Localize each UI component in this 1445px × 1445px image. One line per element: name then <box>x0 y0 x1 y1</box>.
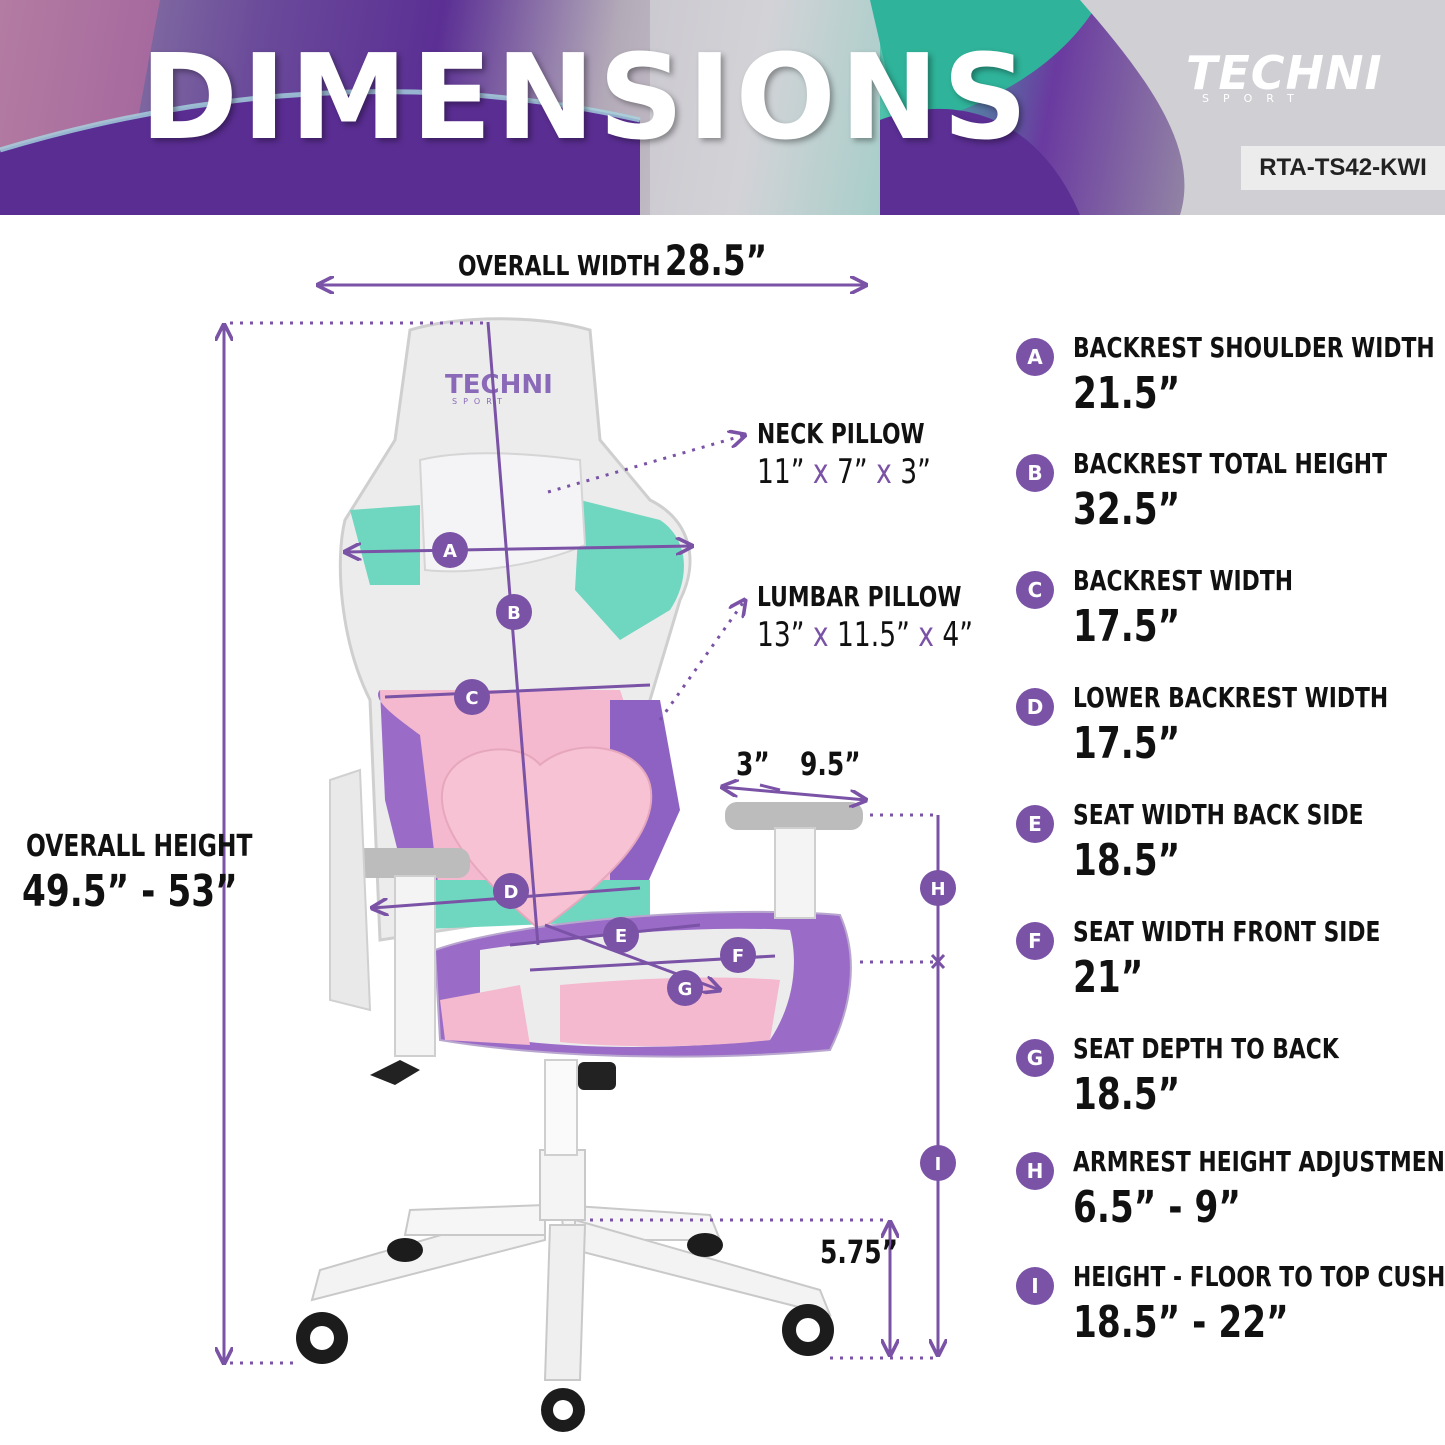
spec-label: SEAT WIDTH FRONT SIDE <box>1073 915 1381 948</box>
chair-seat <box>433 910 852 1058</box>
spec-item: D LOWER BACKREST WIDTH 17.5” <box>1016 684 1436 794</box>
neck-pillow-dims: 11” x 7” x 3” <box>757 455 931 489</box>
overall-width-text: OVERALL WIDTH <box>458 249 661 282</box>
marker-g <box>667 970 703 1006</box>
spec-item: H ARMREST HEIGHT ADJUSTMENT 6.5” - 9” <box>1016 1145 1445 1258</box>
spec-item: F SEAT WIDTH FRONT SIDE 21” <box>1016 918 1436 1028</box>
spec-badge: I <box>1016 1267 1054 1305</box>
spec-item: E SEAT WIDTH BACK SIDE 18.5” <box>1016 801 1436 911</box>
spec-badge: D <box>1016 688 1054 726</box>
spec-value: 17.5” <box>1073 601 1181 652</box>
lumbar-times-2: x <box>918 615 934 655</box>
brand-logo: TECHNI SPORT <box>1186 50 1416 105</box>
spec-value: 21” <box>1073 952 1144 1003</box>
spec-item: C BACKREST WIDTH 17.5” <box>1016 567 1436 677</box>
spec-label: BACKREST SHOULDER WIDTH <box>1073 331 1435 364</box>
overall-width-label: OVERALL WIDTH 28.5” <box>458 240 767 282</box>
lumbar-pillow-dims: 13” x 11.5” x 4” <box>757 618 973 652</box>
neck-times-2: x <box>876 452 892 492</box>
spec-label: HEIGHT - FLOOR TO TOP CUSHION <box>1073 1260 1445 1293</box>
neck-times-1: x <box>812 452 829 492</box>
spec-label: SEAT WIDTH BACK SIDE <box>1073 798 1364 831</box>
spec-value: 18.5” <box>1073 1069 1181 1120</box>
spec-badge: A <box>1016 338 1054 376</box>
spec-value: 18.5” <box>1073 835 1181 886</box>
spec-item: A BACKREST SHOULDER WIDTH 21.5” <box>1016 334 1436 444</box>
chair-diagram: TECHNI SPORT <box>0 215 956 1432</box>
brand-wordmark: TECHNI <box>1186 46 1383 100</box>
spec-value: 21.5” <box>1073 368 1181 419</box>
marker-g-text: G <box>678 979 693 1000</box>
chair-logo-text: TECHNI <box>445 370 553 400</box>
spec-value: 17.5” <box>1073 718 1181 769</box>
lumbar-dim-2: 11.5” <box>837 615 910 655</box>
lumbar-pillow-label: LUMBAR PILLOW <box>757 580 962 613</box>
dimension-lines <box>224 285 944 1363</box>
overall-height-label: OVERALL HEIGHT <box>26 829 253 864</box>
neck-dim-3: 3” <box>900 452 931 492</box>
spec-label: LOWER BACKREST WIDTH <box>1073 681 1389 714</box>
page-title: DIMENSIONS <box>140 28 1032 166</box>
spec-badge: C <box>1016 571 1054 609</box>
overall-width-value: 28.5” <box>664 236 768 285</box>
chair-base <box>296 1059 834 1432</box>
spec-badge: G <box>1016 1039 1054 1077</box>
marker-b <box>496 594 532 630</box>
spec-value: 18.5” - 22” <box>1073 1297 1289 1348</box>
marker-c <box>454 679 490 715</box>
spec-label: BACKREST WIDTH <box>1073 564 1293 597</box>
marker-a-text: A <box>443 541 457 562</box>
marker-f <box>720 937 756 973</box>
header-banner: DIMENSIONS TECHNI SPORT RTA-TS42-KWI <box>0 0 1445 215</box>
base-height-value: 5.75” <box>820 1233 898 1271</box>
marker-d <box>493 873 529 909</box>
spec-badge: B <box>1016 454 1054 492</box>
spec-item: I HEIGHT - FLOOR TO TOP CUSHION 18.5” - … <box>1016 1260 1445 1373</box>
marker-h-text: H <box>930 879 945 900</box>
marker-f-text: F <box>732 946 744 967</box>
marker-e-text: E <box>615 926 627 947</box>
spec-label: SEAT DEPTH TO BACK <box>1073 1032 1339 1065</box>
spec-badge: F <box>1016 922 1054 960</box>
marker-a <box>432 532 468 568</box>
lumbar-times-1: x <box>812 615 829 655</box>
neck-dim-2: 7” <box>837 452 868 492</box>
model-number-badge: RTA-TS42-KWI <box>1241 146 1445 190</box>
brand-subtext: SPORT <box>1202 92 1308 105</box>
spec-item: G SEAT DEPTH TO BACK 18.5” <box>1016 1035 1436 1145</box>
marker-e <box>603 917 639 953</box>
marker-h <box>920 870 956 906</box>
marker-d-text: D <box>504 882 519 903</box>
spec-badge: H <box>1016 1152 1054 1190</box>
chair-letter-markers: A B C D E F G H I <box>432 532 956 1181</box>
lumbar-dim-3: 4” <box>942 615 974 655</box>
spec-badge: E <box>1016 805 1054 843</box>
marker-i-text: I <box>935 1154 942 1175</box>
lumbar-dim-1: 13” <box>757 615 805 655</box>
neck-dim-1: 11” <box>757 452 805 492</box>
neck-pillow-label: NECK PILLOW <box>757 417 925 450</box>
spec-value: 32.5” <box>1073 484 1181 535</box>
spec-label: ARMREST HEIGHT ADJUSTMENT <box>1073 1145 1445 1178</box>
spec-label: BACKREST TOTAL HEIGHT <box>1073 447 1387 480</box>
marker-b-text: B <box>507 603 521 624</box>
marker-i <box>920 1145 956 1181</box>
armrest-length-value: 9.5” <box>800 745 861 783</box>
spec-item: B BACKREST TOTAL HEIGHT 32.5” <box>1016 450 1436 560</box>
armrest-offset-value: 3” <box>736 745 770 783</box>
spec-value: 6.5” - 9” <box>1073 1182 1241 1233</box>
overall-height-value: 49.5” - 53” <box>22 866 238 917</box>
marker-c-text: C <box>465 688 478 709</box>
chair-logo-sub: SPORT <box>452 397 508 406</box>
